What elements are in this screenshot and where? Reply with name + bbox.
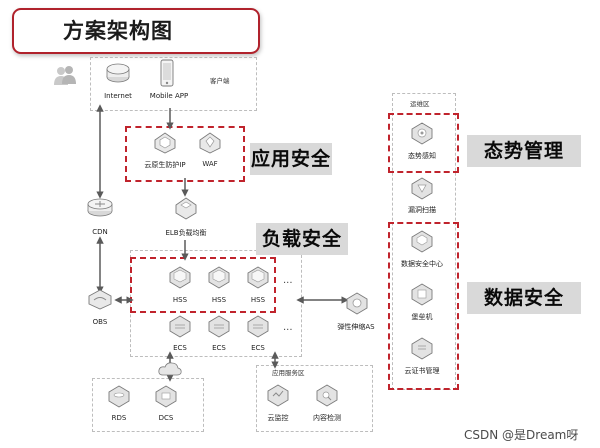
storage-icon [88,289,112,310]
node-hss-2-label: HSS [211,296,227,304]
server-icon [169,315,191,338]
cloud-icon [158,362,182,376]
database-icon [108,385,130,408]
callout-app-security: 应用安全 [250,143,332,175]
ellipsis-hss: ... [283,275,293,286]
data-security-highlight [388,222,459,390]
node-auto-scaling-label: 弹性伸缩AS [337,323,375,331]
load-security-highlight [130,257,276,313]
mobile-phone-icon [160,59,174,87]
node-cert-mgmt-label: 云证书管理 [404,367,440,375]
node-data-security-center-label: 数据安全中心 [401,260,443,268]
host-security-icon [169,266,191,289]
node-vuln-scan-label: 漏洞扫描 [408,206,436,214]
node-hss-3-label: HSS [250,296,266,304]
content-scan-icon [316,384,338,407]
node-dcs-label: DCS [158,414,174,422]
callout-data-security: 数据安全 [467,282,581,314]
node-rds-label: RDS [111,414,127,422]
cache-icon [155,385,177,408]
load-balancer-icon [175,197,197,220]
node-cloud-monitor-label: 云监控 [267,414,289,422]
app-security-highlight [125,126,245,182]
client-zone [90,57,257,111]
server-icon [208,315,230,338]
node-elb-label: ELB负载均衡 [165,229,207,237]
situation-mgmt-highlight [388,113,459,173]
title-box [12,8,260,54]
vulnerability-scan-icon [411,177,433,200]
shield-icon [154,132,176,154]
users-icon [54,66,76,85]
node-bastion-label: 堡垒机 [411,313,433,321]
firewall-icon [199,132,221,154]
ops-zone-label: 运维区 [410,100,430,108]
callout-situation-mgmt: 态势管理 [467,135,581,167]
monitor-icon [267,384,289,407]
situation-awareness-icon [411,122,433,145]
ellipsis-ecs: ... [283,322,293,333]
node-internet-label: Internet [104,92,132,100]
app-service-zone-label: 应用服务区 [272,369,305,377]
node-hss-1-label: HSS [172,296,188,304]
certificate-icon [411,337,433,360]
db-zone [92,378,204,432]
node-mobile-app-label: Mobile APP [149,92,189,100]
node-ecs-2-label: ECS [212,344,226,352]
callout-load-security: 负载安全 [256,223,348,255]
bastion-host-icon [411,283,433,306]
auto-scaling-icon [346,292,368,315]
host-security-icon [208,266,230,289]
node-waf-label: WAF [202,160,218,168]
node-situation-awareness-label: 态势感知 [408,152,436,160]
cdn-router-icon [87,198,113,217]
host-security-icon [247,266,269,289]
server-icon [247,315,269,338]
node-cdn-label: CDN [92,228,108,236]
node-content-check-label: 内容检测 [313,414,341,422]
client-zone-label: 客户端 [210,77,230,85]
watermark: CSDN @是Dream呀 [464,428,579,442]
data-security-center-icon [411,230,433,253]
node-obs-label: OBS [92,318,108,326]
app-service-zone [256,365,373,432]
internet-icon [106,63,130,83]
node-cloud-waf-ip-label: 云原生防护IP [144,161,186,169]
node-ecs-3-label: ECS [251,344,265,352]
diagram-title: 方案架构图 [63,19,173,43]
node-ecs-1-label: ECS [173,344,187,352]
